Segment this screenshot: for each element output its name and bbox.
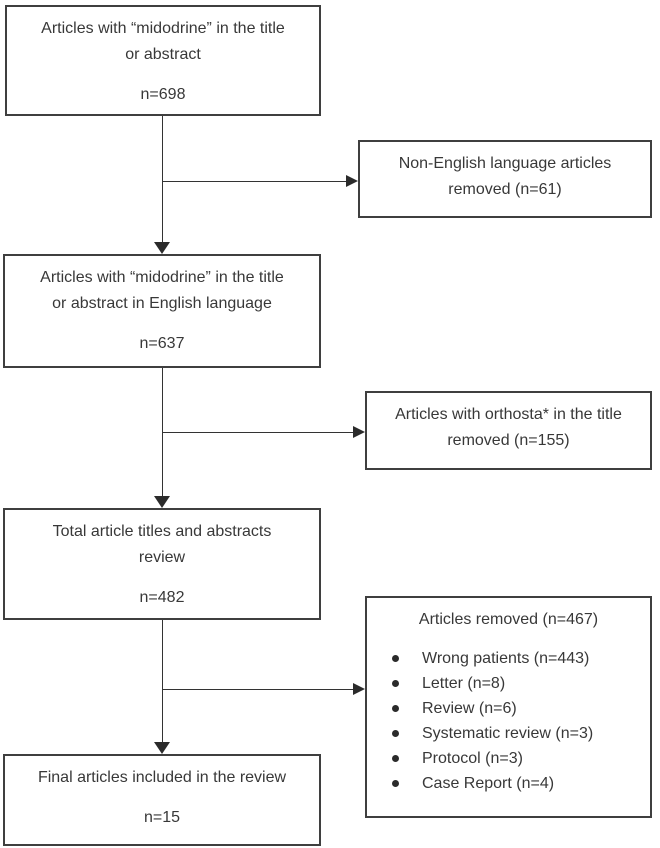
arrowhead-down-icon <box>154 496 170 508</box>
box-text-line: Total article titles and abstracts <box>52 523 272 540</box>
box-count: n=698 <box>140 86 186 103</box>
box-text-line: Articles with “midodrine” in the title <box>41 20 285 37</box>
removed-reason-item: Wrong patients (n=443) <box>367 646 650 671</box>
box-initial-search: Articles with “midodrine” in the title o… <box>5 5 321 116</box>
removed-reason-item: Letter (n=8) <box>367 671 650 696</box>
arrowhead-right-icon <box>353 426 365 438</box>
arrowhead-right-icon <box>353 683 365 695</box>
connector-vertical-3 <box>162 620 163 742</box>
removed-reason-item: Systematic review (n=3) <box>367 721 650 746</box>
arrowhead-down-icon <box>154 242 170 254</box>
box-text-line: review <box>138 549 186 566</box>
removed-reason-item: Protocol (n=3) <box>367 746 650 771</box>
connector-horizontal-2 <box>162 432 353 433</box>
box-final-articles: Final articles included in the review n=… <box>3 754 321 846</box>
box-count: n=637 <box>139 335 185 352</box>
box-text-line: removed (n=61) <box>448 181 562 198</box>
box-text-line: or abstract <box>125 46 201 63</box>
connector-horizontal-1 <box>162 181 346 182</box>
box-english-language: Articles with “midodrine” in the title o… <box>3 254 321 368</box>
arrowhead-right-icon <box>346 175 358 187</box>
box-text-line: Non-English language articles <box>398 155 612 172</box>
box-non-english-removed: Non-English language articles removed (n… <box>358 140 652 218</box>
box-text-line: Articles with orthosta* in the title <box>395 406 622 423</box>
connector-vertical-1 <box>162 116 163 242</box>
box-orthosta-removed: Articles with orthosta* in the title rem… <box>365 391 652 470</box>
box-text-line: removed (n=155) <box>447 432 570 449</box>
box-text-line: Articles with “midodrine” in the title <box>40 269 284 286</box>
box-text-line: or abstract in English language <box>52 295 272 312</box>
box-count: n=15 <box>143 809 181 826</box>
removed-reason-item: Review (n=6) <box>367 696 650 721</box>
removed-reasons-list: Wrong patients (n=443) Letter (n=8) Revi… <box>367 646 650 796</box>
arrowhead-down-icon <box>154 742 170 754</box>
box-text-line: Final articles included in the review <box>37 769 287 786</box>
removed-reason-item: Case Report (n=4) <box>367 771 650 796</box>
box-count: n=482 <box>139 589 185 606</box>
box-articles-removed: Articles removed (n=467) Wrong patients … <box>365 596 652 818</box>
removed-box-title: Articles removed (n=467) <box>418 611 599 628</box>
box-titles-abstracts-review: Total article titles and abstracts revie… <box>3 508 321 620</box>
connector-horizontal-3 <box>162 689 353 690</box>
